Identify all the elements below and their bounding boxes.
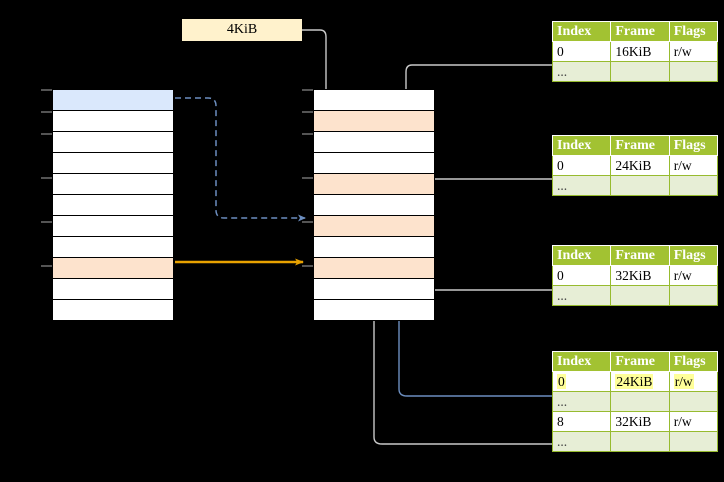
virtual-page-cell-6[interactable] <box>52 215 174 237</box>
column-header-index: Index <box>551 245 612 266</box>
physical-frame-cell-0[interactable] <box>313 89 435 111</box>
physical-frame-cell-5[interactable] <box>313 194 435 216</box>
table-row[interactable]: ... <box>551 285 719 306</box>
cell-frame: 32KiB <box>610 265 670 286</box>
virtual-page-cell-1[interactable] <box>52 110 174 132</box>
column-header-flags: Flags <box>668 21 719 42</box>
cell-frame <box>610 175 670 196</box>
virtual-address-space-stack <box>52 89 174 321</box>
column-header-flags: Flags <box>668 351 719 372</box>
cell-flags: r/w <box>668 265 719 286</box>
cell-frame: 24KiB <box>610 155 670 176</box>
cell-frame: 24KiB <box>610 371 670 392</box>
cell-index: 0 <box>551 265 612 286</box>
cell-flags: r/w <box>668 411 719 432</box>
cell-index: ... <box>551 285 612 306</box>
cell-frame: 32KiB <box>610 411 670 432</box>
cell-index: 8 <box>551 411 612 432</box>
table-row[interactable]: ... <box>551 175 719 196</box>
cell-index: ... <box>551 175 612 196</box>
cell-flags <box>668 61 719 82</box>
column-header-frame: Frame <box>610 21 670 42</box>
size-label-4kib: 4KiB <box>182 19 302 41</box>
cell-flags <box>668 285 719 306</box>
table-row[interactable]: ... <box>551 61 719 82</box>
highlight-span: r/w <box>673 373 694 389</box>
physical-frame-cell-4[interactable] <box>313 173 435 195</box>
cell-flags: r/w <box>668 41 719 62</box>
virtual-page-cell-2[interactable] <box>52 131 174 153</box>
cell-index: 0 <box>551 155 612 176</box>
virtual-page-cell-8[interactable] <box>52 257 174 279</box>
physical-frame-cell-7[interactable] <box>313 236 435 258</box>
cell-flags <box>668 175 719 196</box>
column-header-frame: Frame <box>610 135 670 156</box>
highlight-span: 24KiB <box>615 373 654 389</box>
column-header-frame: Frame <box>610 351 670 372</box>
column-header-frame: Frame <box>610 245 670 266</box>
virtual-page-cell-10[interactable] <box>52 299 174 321</box>
virtual-page-cell-5[interactable] <box>52 194 174 216</box>
cell-index: ... <box>551 431 612 452</box>
column-header-index: Index <box>551 21 612 42</box>
physical-frame-cell-3[interactable] <box>313 152 435 174</box>
column-header-flags: Flags <box>668 135 719 156</box>
cell-index: 0 <box>551 371 612 392</box>
virtual-page-cell-7[interactable] <box>52 236 174 258</box>
physical-memory-stack <box>313 89 435 321</box>
physical-frame-cell-6[interactable] <box>313 215 435 237</box>
physical-frame-cell-10[interactable] <box>313 299 435 321</box>
cell-flags: r/w <box>668 155 719 176</box>
table-row[interactable]: ... <box>551 391 719 412</box>
cell-flags: r/w <box>668 371 719 392</box>
virtual-page-cell-3[interactable] <box>52 152 174 174</box>
cell-frame <box>610 61 670 82</box>
cell-frame: 16KiB <box>610 41 670 62</box>
cell-index: ... <box>551 391 612 412</box>
table-row[interactable]: 0 24KiB r/w <box>551 371 719 392</box>
cell-frame <box>610 391 670 412</box>
virtual-page-cell-9[interactable] <box>52 278 174 300</box>
virtual-page-cell-0[interactable] <box>52 89 174 111</box>
cell-index: ... <box>551 61 612 82</box>
table-row[interactable]: ... <box>551 431 719 452</box>
cell-flags <box>668 431 719 452</box>
column-header-flags: Flags <box>668 245 719 266</box>
column-header-index: Index <box>551 351 612 372</box>
wire-table3-to-middle-row8 <box>420 271 552 291</box>
cell-index: 0 <box>551 41 612 62</box>
physical-frame-cell-9[interactable] <box>313 278 435 300</box>
virtual-page-cell-4[interactable] <box>52 173 174 195</box>
wire-left-row0-to-middle-row6 <box>175 97 306 222</box>
physical-frame-cell-1[interactable] <box>313 110 435 132</box>
physical-frame-cell-2[interactable] <box>313 131 435 153</box>
cell-frame <box>610 285 670 306</box>
highlight-span: 0 <box>557 373 566 389</box>
physical-frame-cell-8[interactable] <box>313 257 435 279</box>
cell-flags <box>668 391 719 412</box>
column-header-index: Index <box>551 135 612 156</box>
cell-frame <box>610 431 670 452</box>
